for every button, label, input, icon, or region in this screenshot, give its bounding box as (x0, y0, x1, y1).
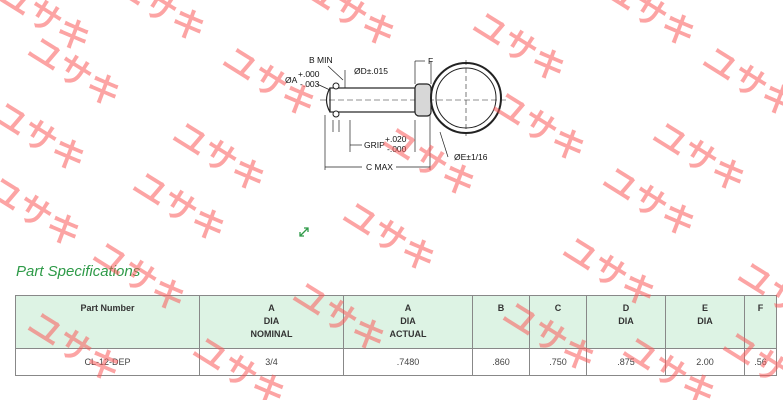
pin-drawing: B MIN ØD±.015 F ØA +.000 -.003 GRIP +.02… (285, 55, 508, 172)
watermark: ユサキ (105, 0, 213, 52)
watermark: ユサキ (595, 158, 703, 247)
pin-handle (414, 83, 432, 117)
watermark: ユサキ (20, 28, 128, 117)
label-a-dia: ØA (285, 75, 298, 85)
pin-tip (325, 87, 331, 113)
header-f: F (744, 295, 777, 349)
section-title: Part Specifications (16, 263, 141, 280)
watermark: ユサキ (595, 0, 703, 57)
watermark: ユサキ (645, 113, 753, 202)
watermark: ユサキ (125, 163, 233, 252)
header-part-number: Part Number (15, 295, 200, 349)
cell-c: .750 (529, 348, 587, 376)
table-row: CL-12-DEP 3/4 .7480 .860 .750 .875 2.00 … (15, 348, 777, 376)
ball-bottom (332, 110, 340, 118)
part-specs-table: Part Number A DIA NOMINAL A DIA ACTUAL B… (15, 295, 777, 376)
cell-e-dia: 2.00 (665, 348, 745, 376)
cell-d-dia: .875 (586, 348, 666, 376)
header-c: C (529, 295, 587, 349)
watermark: ユサキ (335, 193, 443, 282)
watermark: ユサキ (0, 93, 93, 182)
label-grip: GRIP (364, 140, 385, 150)
header-d-dia: D DIA (586, 295, 666, 349)
cell-f: .56 (744, 348, 777, 376)
watermark: ユサキ (0, 168, 88, 257)
table-header-row: Part Number A DIA NOMINAL A DIA ACTUAL B… (15, 295, 777, 349)
label-d-dia: ØD±.015 (354, 66, 388, 76)
cell-a-actual: .7480 (343, 348, 473, 376)
label-b-min: B MIN (309, 55, 333, 65)
label-grip-minus: -.000 (387, 144, 407, 154)
expand-icon[interactable] (298, 226, 310, 238)
cell-a-nominal: 3/4 (199, 348, 344, 376)
ball-top (332, 82, 340, 90)
header-b: B (472, 295, 530, 349)
header-e-dia: E DIA (665, 295, 745, 349)
watermark: ユサキ (695, 38, 783, 127)
label-f: F (428, 56, 433, 66)
label-e-dia: ØE±1/16 (454, 152, 488, 162)
pin-ring (430, 62, 502, 134)
watermark: ユサキ (165, 113, 273, 202)
cell-b: .860 (472, 348, 530, 376)
label-a-minus: -.003 (300, 79, 320, 89)
label-grip-plus: +.020 (385, 134, 407, 144)
label-a-plus: +.000 (298, 69, 320, 79)
header-a-actual: A DIA ACTUAL (343, 295, 473, 349)
cell-part-number: CL-12-DEP (15, 348, 200, 376)
watermark: ユサキ (0, 0, 98, 62)
header-a-nominal: A DIA NOMINAL (199, 295, 344, 349)
label-c-max: C MAX (366, 162, 393, 172)
